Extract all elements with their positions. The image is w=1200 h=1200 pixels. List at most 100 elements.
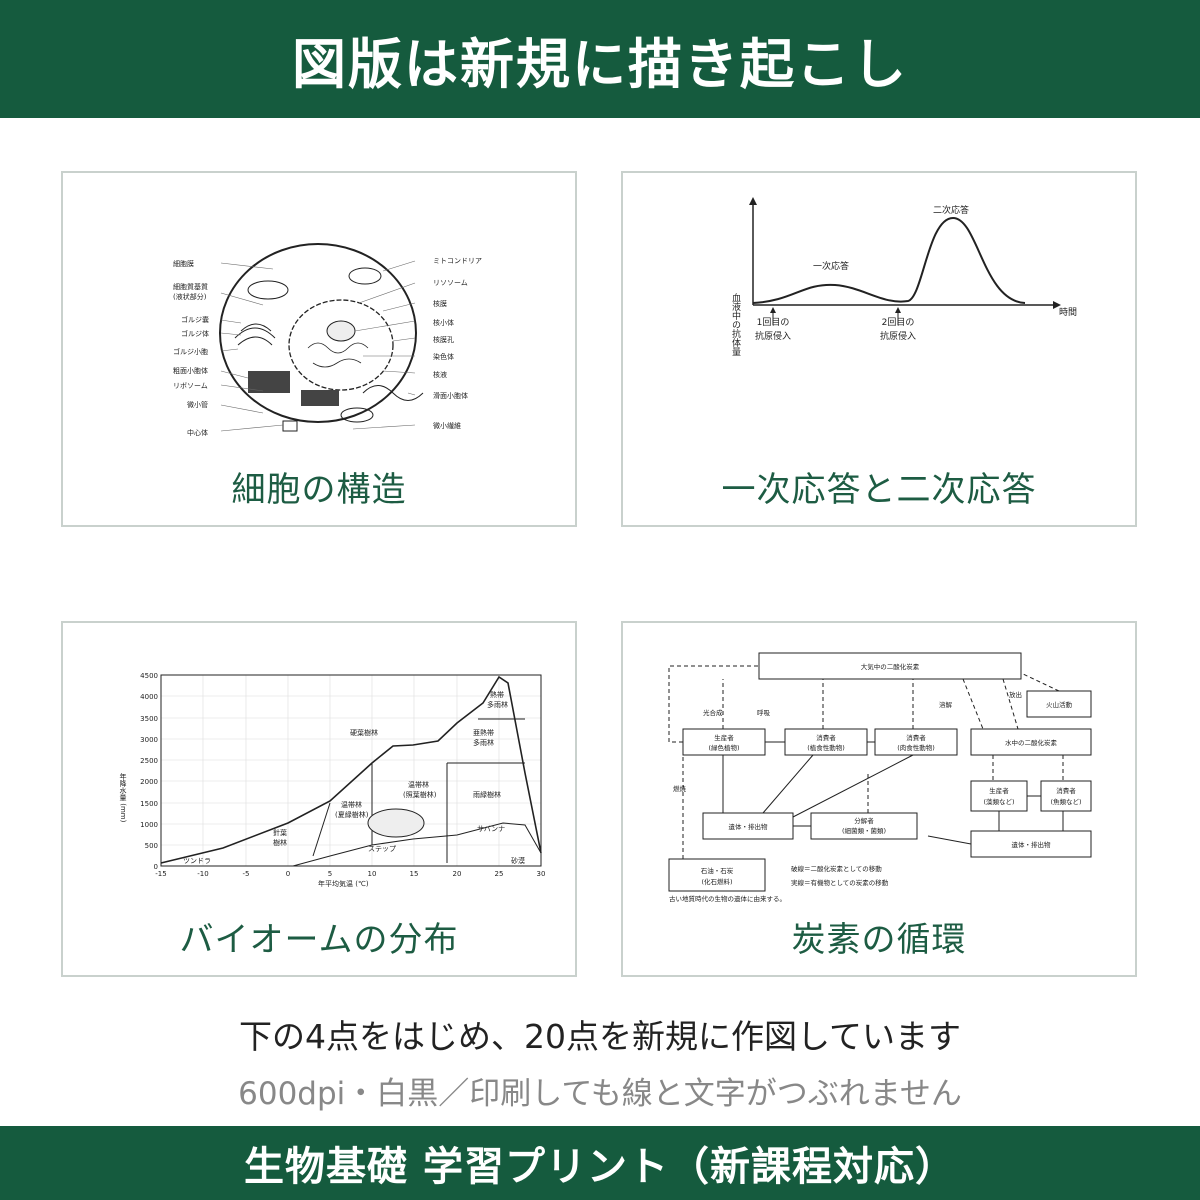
top-banner: 図版は新規に描き起こし	[0, 0, 1200, 118]
node-water-consumer-b: (魚類など)	[1050, 797, 1081, 806]
ytick-3500: 3500	[140, 715, 158, 723]
card-biome-distribution: 年降水量 (mm) 年平均気温 (℃) 0 500 1000 1500 2000…	[61, 621, 577, 977]
label-combustion: 燃焼	[673, 784, 687, 793]
label-emit: 放出	[1009, 690, 1022, 699]
label-nuclear-pore: 核膜孔	[433, 335, 454, 344]
label-dissolve: 溶解	[939, 700, 953, 709]
biome-savanna: サバンナ	[477, 825, 505, 833]
biome-subtropical-a: 亜熱帯	[473, 728, 494, 737]
label-first-antigen-a: 1回目の	[757, 317, 790, 328]
node-decomposer-b: (細菌類・菌類)	[842, 826, 886, 835]
biome-sclerophyll: 硬葉樹林	[350, 728, 378, 737]
axis-x-label: 時間	[1059, 307, 1077, 318]
node-consumer1-b: (植食性動物)	[807, 743, 845, 752]
ytick-2500: 2500	[140, 757, 158, 765]
ytick-0: 0	[154, 863, 158, 871]
label-first-antigen-b: 抗原侵入	[755, 330, 791, 342]
node-water-remains: 遺体・排出物	[1012, 840, 1052, 849]
node-water-producer-b: (藻類など)	[983, 797, 1014, 806]
biome-subtropical-b: 多雨林	[473, 738, 494, 747]
label-photosynthesis: 光合成	[703, 708, 723, 717]
biome-coniferous-b: 樹林	[273, 838, 287, 847]
node-decomposer-a: 分解者	[854, 816, 874, 825]
node-remains: 遺体・排出物	[729, 822, 769, 831]
xtick-5: 5	[328, 870, 332, 878]
xtick-30: 30	[537, 870, 546, 878]
biome-deciduous-a: 温帯林	[341, 800, 362, 809]
label-cell-membrane: 細胞膜	[173, 259, 194, 268]
node-atmosphere: 大気中の二酸化炭素	[861, 662, 920, 671]
axis-y-label: 年降水量 (mm)	[119, 772, 127, 822]
biome-evergreen-b: (照葉樹林)	[403, 790, 437, 799]
node-water-consumer-a: 消費者	[1056, 786, 1076, 795]
biome-deciduous-b: (夏緑樹林)	[335, 810, 369, 819]
cell-diagram: 細胞膜 細胞質基質 (液状部分) ゴルジ嚢 ゴルジ体 ゴルジ小胞 粗面小胞体 リ…	[173, 243, 482, 437]
ytick-3000: 3000	[140, 736, 158, 744]
product-title: 生物基礎 学習プリント（新課程対応）	[244, 1144, 956, 1190]
note-count: 下の4点をはじめ、20点を新規に作図しています	[239, 1017, 961, 1056]
ytick-1500: 1500	[140, 800, 158, 808]
label-mitochondria: ミトコンドリア	[433, 257, 482, 265]
label-second-antigen-a: 2回目の	[882, 317, 915, 328]
xtick--5: -5	[243, 870, 250, 878]
label-microtubule: 微小管	[187, 400, 208, 409]
node-consumer2-a: 消費者	[906, 733, 926, 742]
note-quality: 600dpi・白黒／印刷しても線と文字がつぶれません	[238, 1076, 962, 1112]
node-water-producer-a: 生産者	[989, 786, 1009, 795]
node-water-co2: 水中の二酸化炭素	[1005, 738, 1058, 747]
antibody-chart: 血液中の抗体量 時間 一次応答 二次応答 1回目の 抗原侵入 2回目の 抗原侵入	[730, 197, 1077, 356]
ytick-4500: 4500	[140, 672, 158, 680]
legend-dashed: 破線＝二酸化炭素としての移動	[791, 864, 882, 873]
node-fossil-b: (化石燃料)	[701, 877, 732, 886]
label-smooth-er: 滑面小胞体	[433, 391, 468, 400]
axis-y-label: 血液中の抗体量	[730, 292, 741, 356]
bottom-banner: 生物基礎 学習プリント（新課程対応）	[0, 1126, 1200, 1200]
label-respiration: 呼吸	[757, 708, 771, 717]
card-caption: 細胞の構造	[231, 470, 407, 510]
label-secondary: 二次応答	[933, 204, 969, 216]
ytick-500: 500	[145, 842, 158, 850]
xtick--10: -10	[197, 870, 208, 878]
node-volcano: 火山活動	[1046, 700, 1073, 709]
biome-tundra: ツンドラ	[183, 857, 211, 865]
ytick-1000: 1000	[140, 821, 158, 829]
label-rough-er: 粗面小胞体	[173, 366, 208, 375]
biome-coniferous-a: 針葉	[273, 828, 287, 837]
biome-tropical-b: 多雨林	[487, 700, 508, 709]
label-second-antigen-b: 抗原侵入	[880, 330, 916, 342]
biome-steppe: ステップ	[368, 845, 396, 853]
label-nucleolus: 核小体	[433, 318, 454, 327]
label-cytoplasm: 細胞質基質	[173, 282, 208, 291]
card-caption: バイオームの分布	[179, 920, 459, 960]
label-cytoplasm-sub: (液状部分)	[173, 292, 207, 301]
legend-solid: 実線＝有機物としての炭素の移動	[791, 878, 889, 887]
label-nuclear-membrane: 核膜	[433, 299, 447, 308]
label-golgi-sac: ゴルジ嚢	[181, 315, 209, 324]
card-cell-structure: 細胞膜 細胞質基質 (液状部分) ゴルジ嚢 ゴルジ体 ゴルジ小胞 粗面小胞体 リ…	[61, 171, 577, 527]
label-ribosome: リボソーム	[173, 382, 208, 390]
biome-raingreen: 雨緑樹林	[473, 790, 501, 799]
node-consumer1-a: 消費者	[816, 733, 836, 742]
xtick-25: 25	[495, 870, 504, 878]
label-centrosome: 中心体	[187, 428, 208, 437]
label-lysosome: リソソーム	[433, 279, 468, 287]
card-caption: 炭素の循環	[791, 920, 967, 960]
label-golgi-vesicle: ゴルジ小胞	[173, 347, 208, 356]
xtick--15: -15	[155, 870, 166, 878]
label-microfilament: 微小繊維	[433, 421, 461, 430]
label-primary: 一次応答	[813, 260, 849, 272]
node-producer-a: 生産者	[714, 733, 734, 742]
card-carbon-cycle: 大気中の二酸化炭素 生産者 (緑色植物) 消費者 (植食性動物) 消費者 (肉食…	[621, 621, 1137, 977]
page-title: 図版は新規に描き起こし	[292, 32, 908, 96]
label-golgi: ゴルジ体	[181, 329, 209, 338]
node-consumer2-b: (肉食性動物)	[897, 743, 935, 752]
axis-x-label: 年平均気温 (℃)	[318, 879, 369, 888]
xtick-20: 20	[453, 870, 462, 878]
label-nucleoplasm: 核液	[433, 370, 447, 379]
xtick-10: 10	[368, 870, 377, 878]
ytick-4000: 4000	[140, 693, 158, 701]
biome-chart: 年降水量 (mm) 年平均気温 (℃) 0 500 1000 1500 2000…	[119, 672, 546, 888]
fossil-note: 古い地質時代の生物の遺体に由来する。	[669, 894, 786, 903]
node-fossil-a: 石油・石炭	[701, 866, 734, 875]
ytick-2000: 2000	[140, 778, 158, 786]
